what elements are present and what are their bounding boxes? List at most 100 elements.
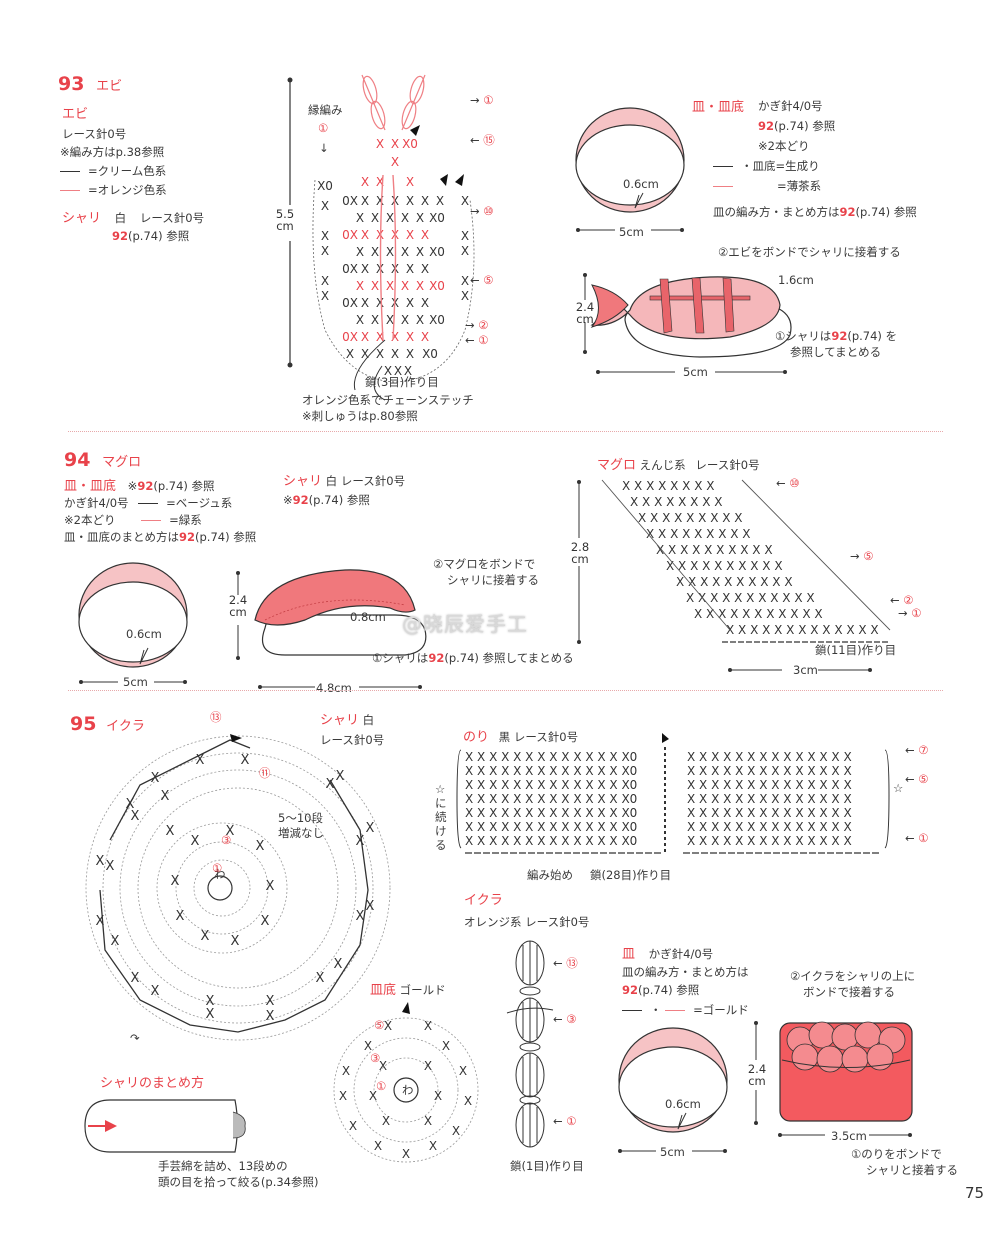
svg-text:X: X: [361, 194, 369, 208]
svg-text:X: X: [434, 1089, 442, 1103]
ikura-spec: オレンジ系 レース針0号: [464, 915, 590, 929]
row-label: ← ⑤: [905, 772, 929, 786]
plate-diagram: [575, 107, 685, 237]
svg-text:X: X: [424, 1019, 432, 1033]
svg-text:X: X: [371, 313, 379, 327]
row-label: ← ⑦: [905, 743, 929, 757]
svg-text:X: X: [366, 821, 375, 836]
watermark: @晓辰爱手工: [402, 612, 528, 636]
svg-text:0X: 0X: [342, 262, 358, 276]
svg-text:X: X: [406, 228, 414, 242]
step2-note-2: シャリに接着する: [447, 573, 539, 587]
svg-text:X: X: [376, 296, 384, 310]
round-label: ③: [370, 1051, 381, 1065]
svg-text:X X X X X X X X X: X X X X X X X X X: [638, 511, 743, 525]
svg-text:X: X: [391, 155, 399, 169]
step2-note: ②イクラをシャリの上に: [790, 969, 916, 983]
svg-text:X: X: [356, 279, 364, 293]
svg-text:X: X: [226, 824, 235, 839]
edge-label: 縁編み: [308, 103, 343, 117]
svg-text:X: X: [196, 753, 205, 768]
ebi-sushi-illustration: [580, 273, 792, 379]
svg-text:X X X X X X X X X X X X X: X X X X X X X X X X X X X: [726, 623, 879, 637]
svg-text:X: X: [386, 245, 394, 259]
plate-diagram: [618, 1027, 728, 1158]
round-label: ⑤: [374, 1018, 385, 1032]
shari-method-note-2: 頭の目を拾って絞る(p.34参照): [158, 1175, 319, 1189]
red-line-icon: [665, 1010, 686, 1011]
svg-text:X X X X X X X X X X X X X X: X X X X X X X X X X X X X X: [687, 820, 852, 834]
red-line-icon: [60, 190, 80, 191]
shari-roll-illustration: [84, 1099, 246, 1153]
foundation-chain: 鎖(1目)作り目: [510, 1159, 584, 1173]
svg-text:X: X: [356, 909, 365, 924]
svg-text:X: X: [326, 777, 335, 792]
svg-text:X: X: [206, 994, 215, 1009]
svg-text:X: X: [356, 834, 365, 849]
svg-text:X: X: [321, 289, 329, 303]
svg-text:X: X: [376, 330, 384, 344]
step1-note: ①シャリは92(p.74) を: [775, 329, 898, 343]
svg-text:X X X X X X X X X: X X X X X X X X X: [646, 527, 751, 541]
shari-ref: 92(p.74) 参照: [112, 229, 190, 243]
svg-text:X: X: [131, 809, 140, 824]
plate-strands: ※2本どり: [758, 139, 810, 153]
maguro-spec: マグロ えんじ系 レース針0号: [597, 458, 760, 473]
ebi-hook: レース針0号: [62, 127, 127, 141]
plate-bottom-spec: 皿底 ゴールド: [370, 983, 446, 998]
svg-text:X: X: [391, 347, 399, 361]
ikura-label: イクラ: [464, 893, 503, 908]
svg-text:X: X: [339, 1089, 347, 1103]
shari-method-note: 手芸綿を詰め、13段めの: [158, 1159, 288, 1173]
plate-method: 皿の編み方・まとめ方は92(p.74) 参照: [713, 205, 917, 219]
svg-text:X X X X X X X X X X X X X X: X X X X X X X X X X X X X X: [687, 750, 852, 764]
svg-text:X: X: [379, 1059, 387, 1073]
svg-text:X X X X X X X X X X X X X X: X X X X X X X X X X X X X X: [687, 764, 852, 778]
step1-note: ①のりをボンドで: [851, 1147, 942, 1161]
ikura-sushi-width: 3.5cm: [831, 1129, 867, 1143]
black-line-icon: [60, 171, 80, 172]
svg-text:X X X X X X X X X X X X X X: X X X X X X X X X X X X X X: [687, 806, 852, 820]
svg-text:X: X: [106, 859, 115, 874]
svg-text:X0: X0: [429, 211, 445, 225]
ikura-crochet-chart: [506, 940, 554, 1148]
page-number: 75: [965, 1184, 985, 1202]
step1-note-2: シャリと接着する: [866, 1163, 958, 1177]
svg-text:X X X X X X X X: X X X X X X X X: [630, 495, 722, 509]
svg-text:X: X: [382, 1114, 390, 1128]
svg-text:X: X: [366, 899, 375, 914]
svg-text:X: X: [369, 1089, 377, 1103]
row-label: ← ⑩: [776, 476, 800, 490]
svg-text:X: X: [361, 262, 369, 276]
section-divider: [68, 690, 943, 691]
step2-note: ②マグロをボンドで: [433, 557, 536, 571]
svg-text:X: X: [321, 274, 329, 288]
svg-text:X: X: [131, 971, 140, 986]
svg-text:X0: X0: [422, 347, 438, 361]
pattern-title: エビ: [96, 79, 123, 94]
svg-text:X: X: [256, 839, 265, 854]
svg-text:0X: 0X: [342, 194, 358, 208]
section-93-header: 93 エビ: [58, 75, 123, 95]
svg-text:0X: 0X: [342, 228, 358, 242]
svg-text:X: X: [391, 330, 399, 344]
step2-note-2: ボンドで接着する: [803, 985, 895, 999]
plate-diameter: 5cm: [660, 1145, 685, 1159]
plate-label: 皿・皿底 ※92(p.74) 参照: [64, 479, 215, 494]
plate-spec: 皿 かぎ針4/0号: [622, 947, 714, 962]
no-change-note-2: 増減なし: [278, 826, 324, 840]
svg-text:X: X: [321, 244, 329, 258]
svg-text:X: X: [386, 279, 394, 293]
row-label: ← ⑮: [470, 133, 495, 147]
svg-text:X: X: [336, 769, 345, 784]
svg-text:X X X X X X X X X X: X X X X X X X X X X: [666, 559, 783, 573]
svg-text:X: X: [461, 274, 469, 288]
svg-text:X: X: [416, 313, 424, 327]
svg-text:X: X: [402, 1147, 410, 1161]
svg-text:X: X: [321, 229, 329, 243]
